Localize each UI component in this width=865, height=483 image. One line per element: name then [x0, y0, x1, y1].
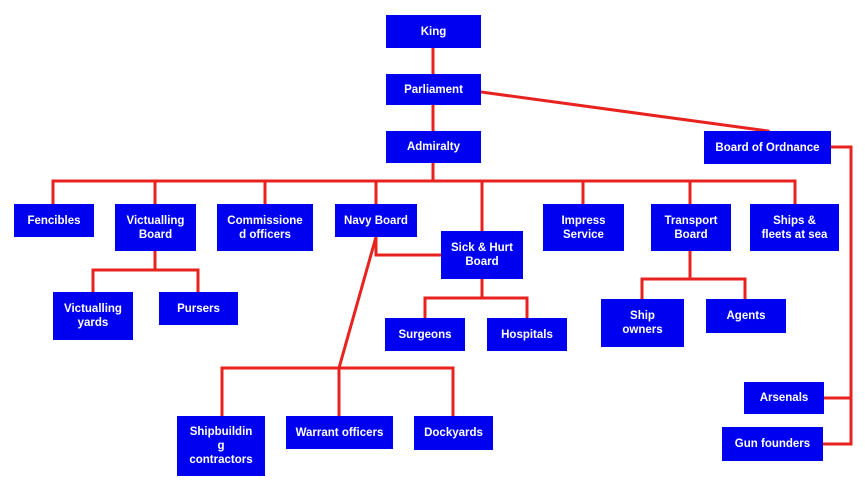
node-dockyards: Dockyards — [414, 416, 493, 450]
node-surgeons: Surgeons — [385, 318, 465, 351]
connector — [337, 235, 378, 370]
node-ship-owners: Ship owners — [601, 299, 684, 347]
node-victualling-yards: Victualling yards — [53, 292, 133, 340]
node-arsenals: Arsenals — [744, 382, 824, 414]
node-ships-fleets: Ships & fleets at sea — [750, 204, 839, 251]
node-victualling-board: Victualling Board — [115, 204, 196, 251]
node-agents: Agents — [706, 299, 786, 333]
node-pursers: Pursers — [159, 292, 238, 325]
node-shipbuilding-contractors: Shipbuildin g contractors — [177, 416, 265, 476]
node-hospitals: Hospitals — [487, 318, 567, 351]
node-gun-founders: Gun founders — [722, 427, 823, 461]
node-navy-board: Navy Board — [335, 204, 417, 237]
node-parliament: Parliament — [386, 74, 481, 105]
connector — [479, 90, 770, 133]
node-admiralty: Admiralty — [386, 131, 481, 163]
node-fencibles: Fencibles — [14, 204, 94, 237]
node-king: King — [386, 15, 481, 48]
node-commissioned-officers: Commissione d officers — [217, 204, 313, 251]
node-impress-service: Impress Service — [543, 204, 624, 251]
node-warrant-officers: Warrant officers — [286, 416, 393, 449]
node-transport-board: Transport Board — [651, 204, 731, 251]
node-sick-hurt-board: Sick & Hurt Board — [441, 231, 523, 279]
node-board-of-ordnance: Board of Ordnance — [704, 131, 831, 164]
